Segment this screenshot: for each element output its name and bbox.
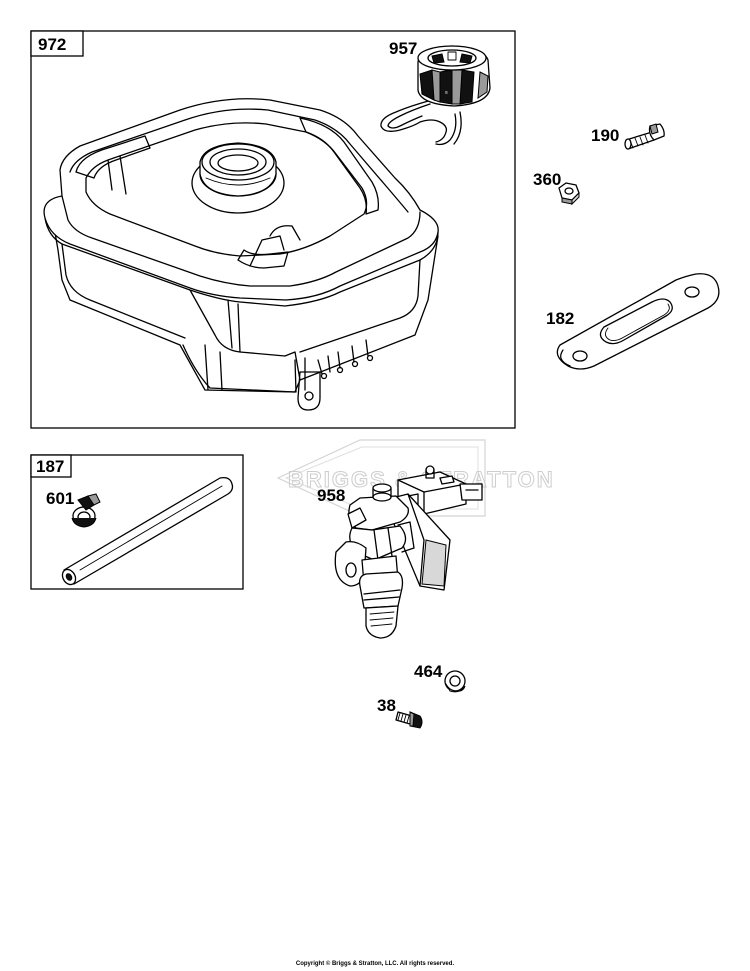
part-38-label[interactable]: 38 xyxy=(377,696,396,715)
part-957-fuel-cap[interactable]: 957 ≡ xyxy=(380,39,491,146)
part-601-label[interactable]: 601 xyxy=(46,489,74,508)
part-182-gasket[interactable]: 182 xyxy=(546,273,720,370)
group-972-frame xyxy=(30,30,516,429)
part-182-label[interactable]: 182 xyxy=(546,309,574,328)
group-187: 187 xyxy=(30,454,244,590)
fuel-line-hose[interactable] xyxy=(60,476,234,587)
group-972: 972 xyxy=(30,30,516,429)
copyright-notice: Copyright © Briggs & Stratton, LLC. All … xyxy=(295,961,455,967)
fuel-tank[interactable] xyxy=(43,98,439,411)
group-187-frame xyxy=(30,454,244,590)
group-187-label-box xyxy=(30,454,72,478)
cap-molded-marking: ≡ xyxy=(445,90,448,96)
part-958-fuel-valve[interactable]: 958 xyxy=(317,465,483,639)
part-360-nut[interactable]: 360 xyxy=(533,170,580,206)
group-972-label-box xyxy=(30,30,84,57)
part-190-label[interactable]: 190 xyxy=(591,126,619,145)
group-972-label[interactable]: 972 xyxy=(38,35,66,54)
part-601-clamp[interactable]: 601 xyxy=(46,489,101,528)
part-190-bolt[interactable]: 190 xyxy=(591,123,665,150)
group-187-label[interactable]: 187 xyxy=(36,457,64,476)
part-957-label[interactable]: 957 xyxy=(389,39,417,58)
part-38-screw[interactable]: 38 xyxy=(377,696,423,729)
part-464-label[interactable]: 464 xyxy=(414,662,443,681)
part-464-washer[interactable]: 464 xyxy=(414,662,468,694)
part-958-label[interactable]: 958 xyxy=(317,486,345,505)
part-360-label[interactable]: 360 xyxy=(533,170,561,189)
